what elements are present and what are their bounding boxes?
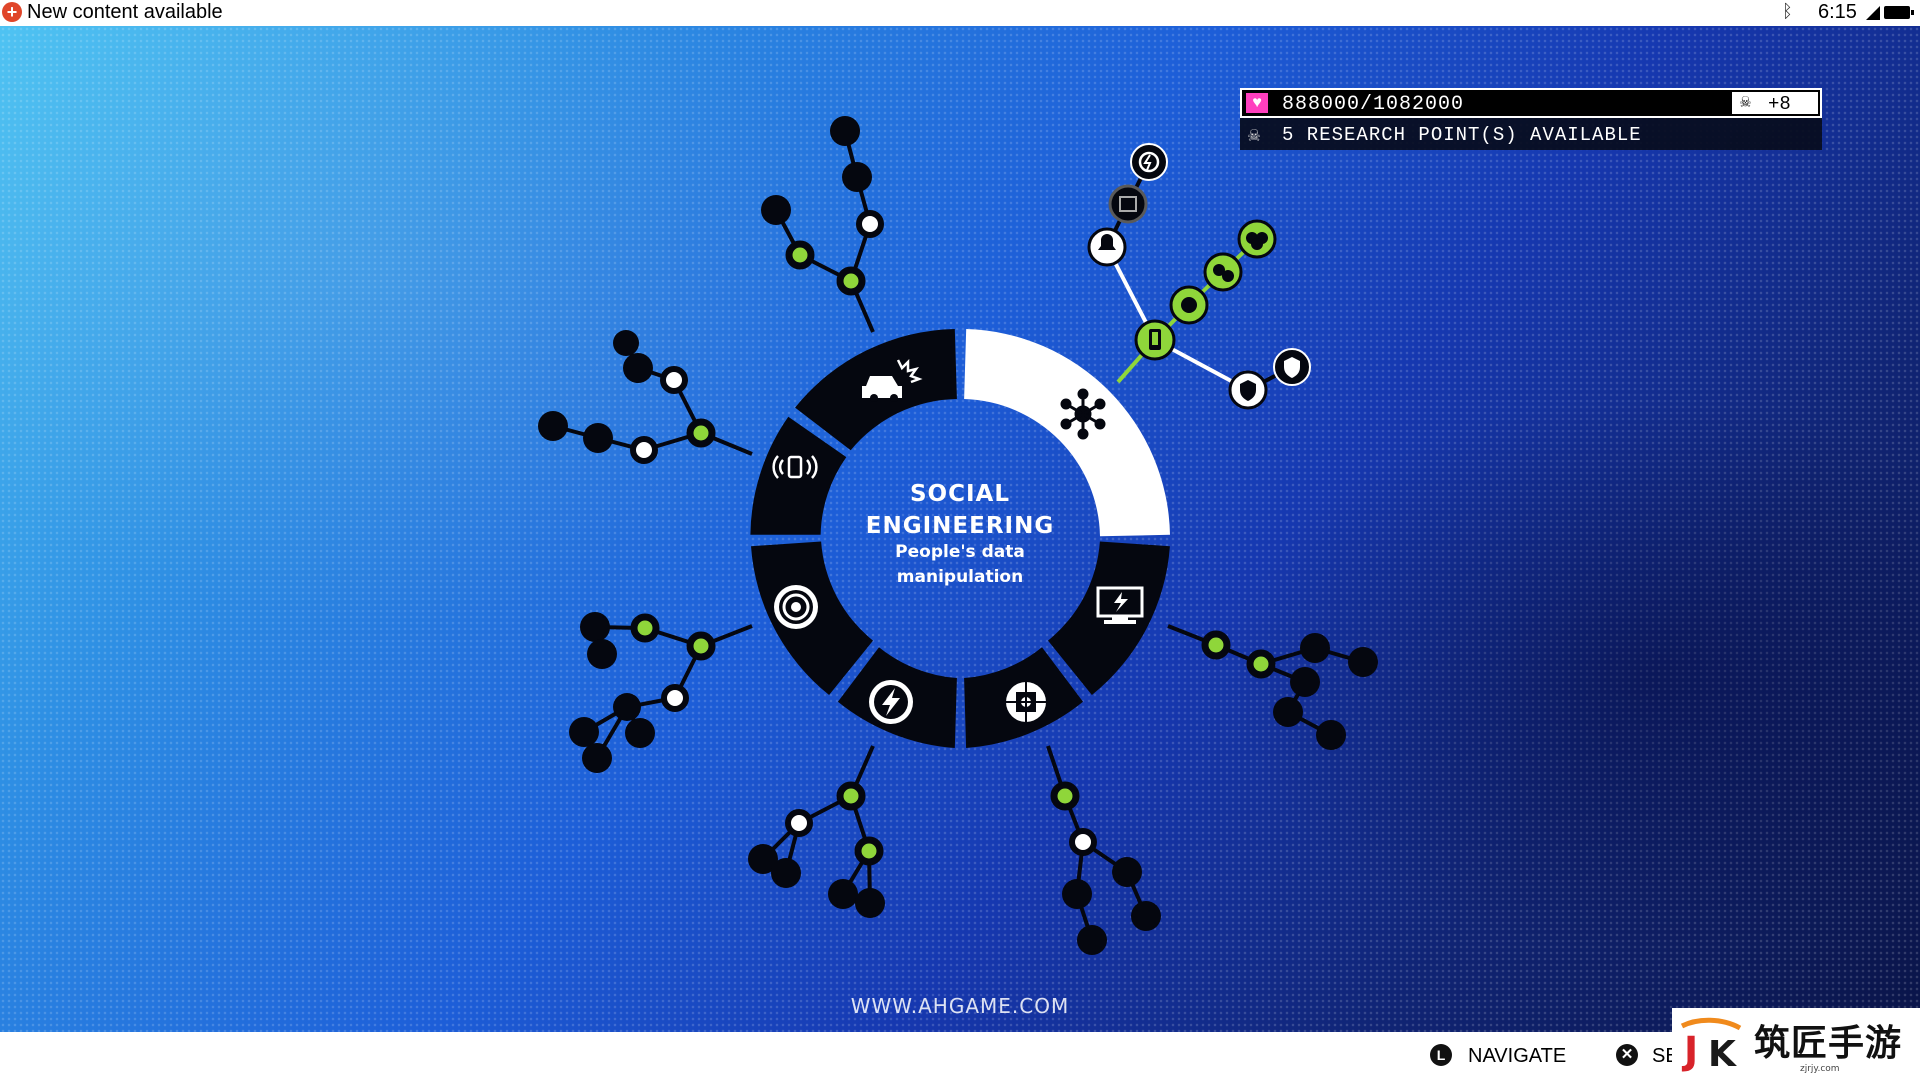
svg-text:J: J bbox=[1681, 1029, 1698, 1072]
social-network-icon bbox=[1060, 388, 1106, 440]
skull-icon: ☠ bbox=[1740, 93, 1751, 113]
system-status-bar: + New content available ᛒ 6:15 bbox=[0, 0, 1920, 26]
bonus-value: +8 bbox=[1768, 93, 1791, 115]
target-icon bbox=[774, 585, 818, 629]
unlocked-nodes[interactable] bbox=[630, 240, 1276, 866]
notification-plus-icon[interactable]: + bbox=[2, 2, 22, 22]
category-wheel[interactable] bbox=[750, 329, 1170, 748]
clock: 6:15 bbox=[1818, 1, 1857, 23]
xp-counter: 888000/1082000 bbox=[1282, 93, 1465, 116]
bonus-badge: ☠ +8 bbox=[1732, 92, 1818, 115]
controls-bar: L NAVIGATE ✕ SE bbox=[0, 1032, 1920, 1080]
player-progress-panel: ♥ 888000/1082000 ☠ +8 ☠ 5 RESEARCH POINT… bbox=[1240, 88, 1822, 150]
signal-icon bbox=[1866, 6, 1880, 20]
site-logo: J K 筑匠手游 zjrjy.com bbox=[1672, 1008, 1920, 1080]
lightning-icon bbox=[869, 680, 913, 724]
xp-row: ♥ 888000/1082000 ☠ +8 bbox=[1240, 88, 1822, 118]
selected-category-title: SOCIAL ENGINEERING bbox=[865, 481, 1055, 539]
background-shading bbox=[0, 26, 1920, 1032]
notification-text[interactable]: New content available bbox=[27, 1, 223, 23]
brain-chip-icon bbox=[1006, 682, 1046, 722]
available-nodes[interactable] bbox=[630, 210, 1097, 856]
research-points-row: ☠ 5 RESEARCH POINT(S) AVAILABLE bbox=[1240, 120, 1822, 148]
skill-tree-screen: ♥ 888000/1082000 ☠ +8 ☠ 5 RESEARCH POINT… bbox=[0, 26, 1920, 1032]
research-points-text: 5 RESEARCH POINT(S) AVAILABLE bbox=[1282, 124, 1642, 146]
selected-category-subtitle: People's data manipulation bbox=[895, 542, 1025, 587]
logo-url: zjrjy.com bbox=[1800, 1064, 1840, 1074]
wheel-segment-hacking[interactable] bbox=[1048, 541, 1170, 696]
skull-icon: ☠ bbox=[1248, 125, 1261, 148]
battery-icon bbox=[1884, 6, 1914, 19]
skill-tree-graph bbox=[538, 116, 1378, 955]
phone-signal-icon bbox=[772, 455, 818, 479]
monitor-bolt-icon bbox=[1096, 586, 1144, 624]
navigate-label[interactable]: NAVIGATE bbox=[1468, 1045, 1567, 1067]
bluetooth-icon: ᛒ bbox=[1782, 1, 1793, 21]
heart-icon: ♥ bbox=[1246, 93, 1268, 113]
wheel-segment-social-engineering[interactable] bbox=[964, 329, 1170, 537]
watermark: WWW.AHGAME.COM bbox=[850, 994, 1070, 1018]
car-crash-icon bbox=[862, 358, 923, 402]
social-branch-nodes[interactable] bbox=[1087, 143, 1311, 410]
dot-matrix-background bbox=[0, 26, 1920, 1032]
left-stick-icon: L bbox=[1430, 1044, 1452, 1066]
svg-text:K: K bbox=[1708, 1034, 1737, 1072]
cross-button-icon: ✕ bbox=[1616, 1044, 1638, 1066]
locked-nodes[interactable] bbox=[538, 116, 1378, 955]
logo-mark-icon: J K bbox=[1680, 1017, 1742, 1072]
logo-text: 筑匠手游 bbox=[1754, 1023, 1903, 1064]
